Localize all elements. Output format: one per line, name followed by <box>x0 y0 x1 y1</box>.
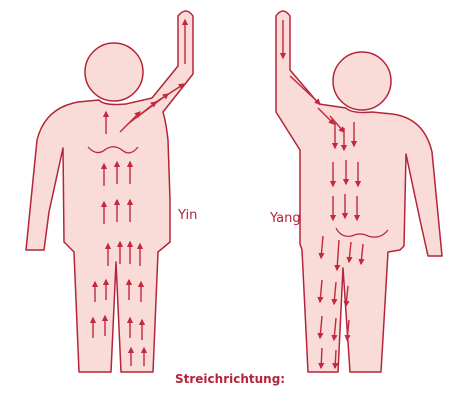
caption-label: Streichrichtung: <box>175 372 285 386</box>
yang-label: Yang <box>269 211 301 226</box>
yin-label: Yin <box>177 208 197 223</box>
yang-figure <box>276 11 442 372</box>
yin-head <box>85 43 143 101</box>
yang-head <box>333 52 391 110</box>
yin-figure <box>26 11 193 372</box>
